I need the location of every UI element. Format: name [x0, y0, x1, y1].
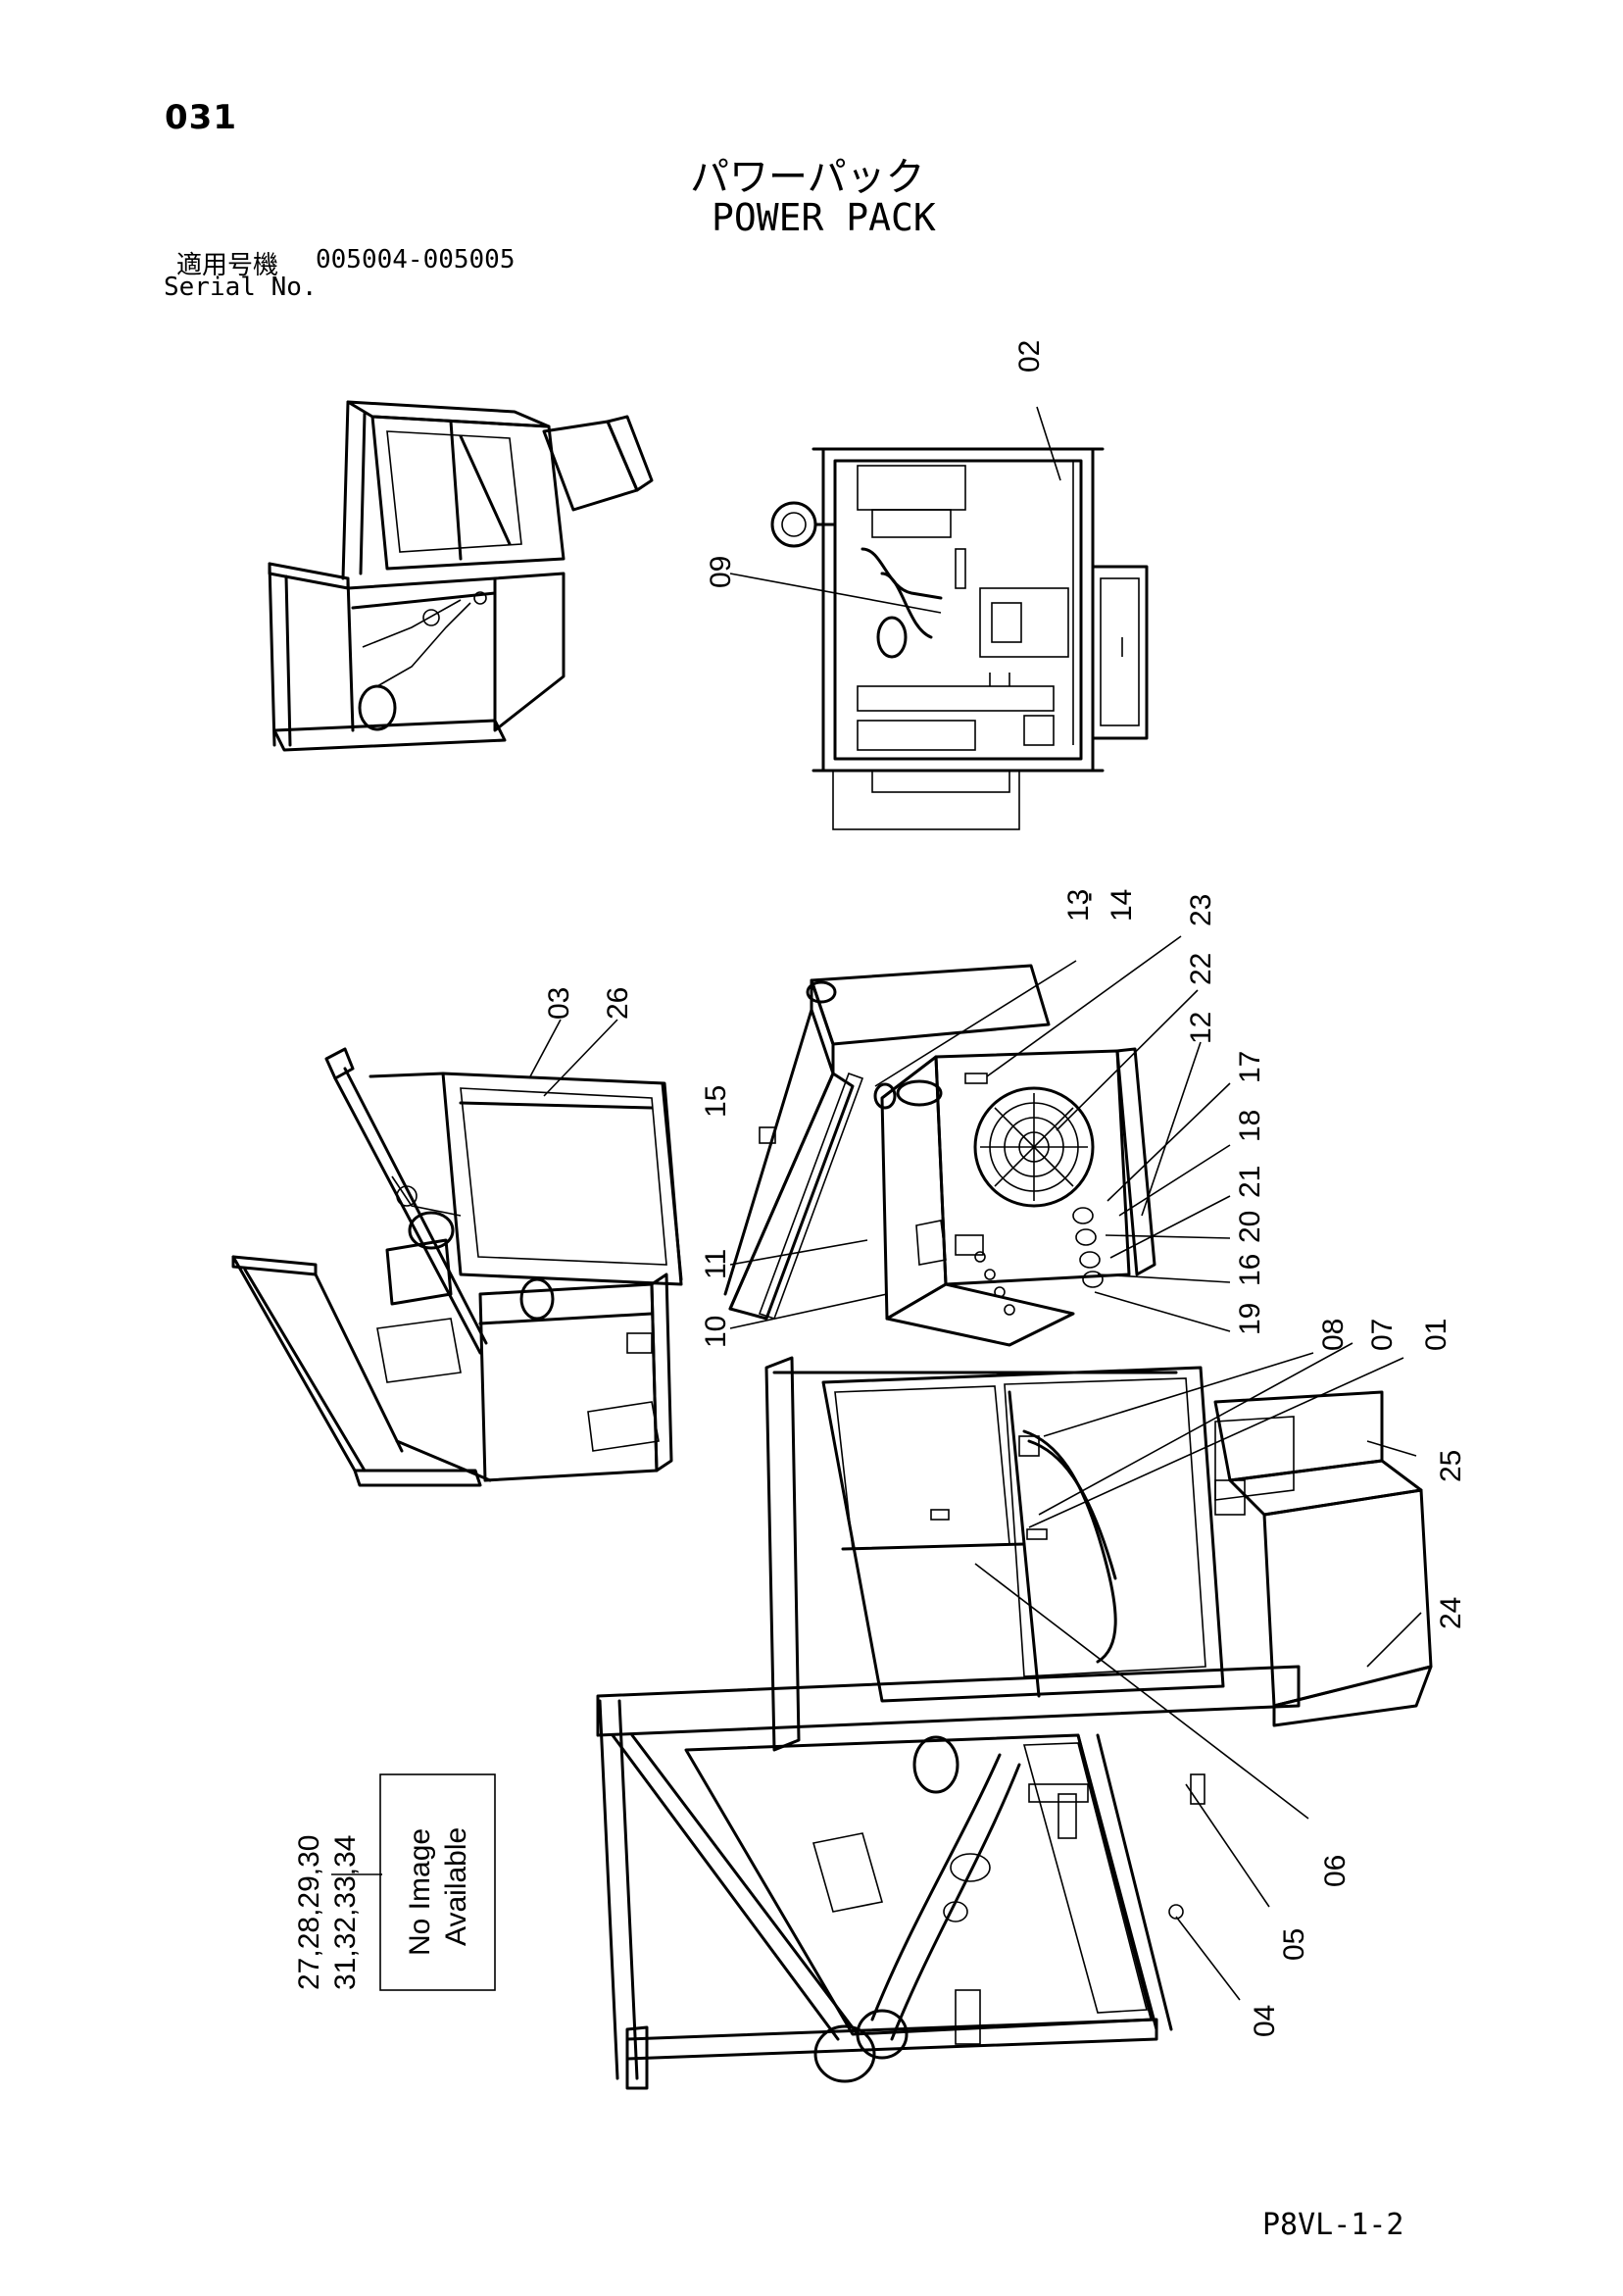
callout-03: 03: [543, 987, 575, 1020]
callout-21: 21: [1234, 1166, 1266, 1198]
callout-12: 12: [1185, 1012, 1217, 1044]
serial-label-japanese: 適用号機: [176, 251, 279, 280]
no-image-frame: [379, 1773, 496, 1991]
callout-dash: -: [1072, 892, 1105, 902]
callout-02: 02: [1013, 340, 1046, 373]
serial-label-english: Serial No.: [164, 273, 318, 302]
callout-09: 09: [705, 556, 737, 588]
document-code: P8VL-1-2: [1262, 2208, 1404, 2242]
plan-view-top-right: [770, 447, 1149, 830]
no-image-line1: No Image: [404, 1828, 436, 1956]
isometric-view-top-left: [268, 400, 654, 752]
isometric-view-middle-left: [231, 1047, 683, 1487]
callout-25: 25: [1435, 1450, 1467, 1482]
callout-23: 23: [1185, 894, 1217, 926]
main-frame-isometric: [596, 1356, 1433, 2090]
page-number: 031: [165, 98, 237, 137]
callout-16: 16: [1234, 1254, 1266, 1286]
callout-15: 15: [700, 1085, 732, 1118]
no-image-box: No Image Available 27,28,29,30 31,32,33,…: [293, 1773, 496, 1991]
callout-11: 11: [700, 1249, 732, 1279]
page-title-japanese: パワーパック: [690, 155, 925, 200]
callout-22: 22: [1185, 953, 1217, 985]
callout-24: 24: [1435, 1597, 1467, 1629]
callout-17: 17: [1234, 1051, 1266, 1083]
callout-26: 26: [602, 987, 634, 1020]
callout-08: 08: [1317, 1319, 1350, 1351]
callout-05: 05: [1278, 1928, 1310, 1961]
callout-10: 10: [700, 1316, 732, 1348]
serial-number-range: 005004-005005: [316, 245, 516, 275]
no-image-parts-line2: 31,32,33,34: [329, 1835, 362, 1990]
callout-13: 13: [1062, 889, 1095, 922]
no-image-line2: Available: [440, 1827, 472, 1946]
callout-18: 18: [1234, 1110, 1266, 1142]
leader-lines: [331, 406, 1422, 2001]
no-image-parts-line1: 27,28,29,30: [293, 1835, 325, 1990]
callout-20: 20: [1234, 1211, 1266, 1243]
callout-01: 01: [1420, 1319, 1452, 1351]
exploded-radiator-hood: [723, 964, 1156, 1347]
callout-19: 19: [1234, 1303, 1266, 1335]
callout-06: 06: [1319, 1855, 1352, 1887]
page-title-english: POWER PACK: [712, 196, 936, 239]
callout-04: 04: [1249, 2005, 1281, 2037]
callout-07: 07: [1366, 1319, 1399, 1351]
callout-labels: 02 09 03 26 13 - 14 23 22 12 17 18 21 20…: [543, 340, 1467, 2037]
callout-14: 14: [1106, 889, 1138, 922]
